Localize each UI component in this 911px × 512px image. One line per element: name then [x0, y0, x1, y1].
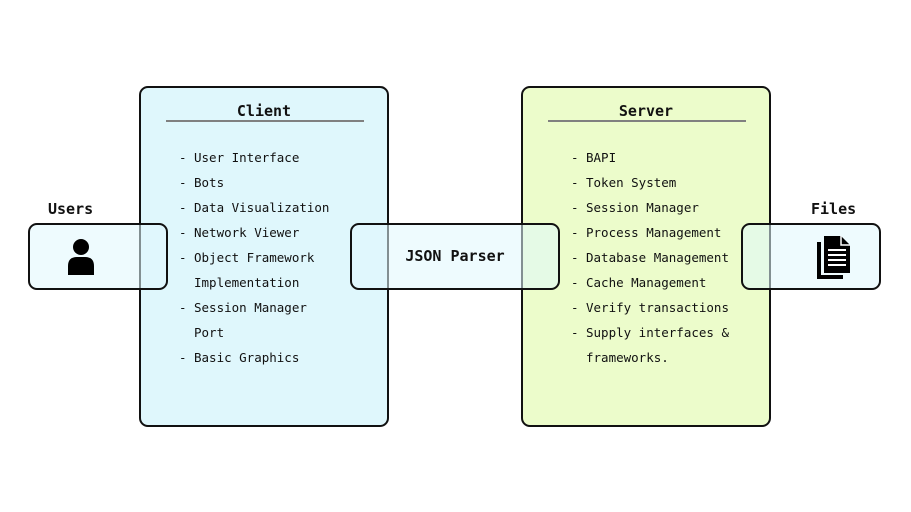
server-title: Server	[618, 102, 674, 120]
server-item-session-manager: Session Manager	[571, 195, 746, 220]
person-icon	[68, 239, 94, 275]
client-item-user-interface: User Interface	[179, 145, 344, 170]
server-item-token-system: Token System	[571, 170, 746, 195]
client-item-network-viewer: Network Viewer	[179, 220, 344, 245]
users-label: Users	[48, 200, 94, 218]
server-item-bapi: BAPI	[571, 145, 746, 170]
server-box: Server BAPI Token System Session Manager…	[521, 86, 771, 427]
files-label: Files	[811, 200, 857, 218]
client-item-basic-graphics: Basic Graphics	[179, 345, 344, 370]
client-item-session-manager-port: Session Manager Port	[179, 295, 344, 345]
client-box: Client User Interface Bots Data Visualiz…	[139, 86, 389, 427]
json-parser-box: JSON Parser	[350, 223, 560, 290]
json-parser-label: JSON Parser	[405, 247, 505, 265]
server-item-verify-transactions: Verify transactions	[571, 295, 746, 320]
client-title-divider	[166, 120, 364, 122]
files-box	[741, 223, 881, 290]
client-title: Client	[236, 102, 292, 120]
server-title-divider	[548, 120, 746, 122]
server-item-cache-management: Cache Management	[571, 270, 746, 295]
client-items-list: User Interface Bots Data Visualization N…	[179, 145, 344, 370]
server-items-list: BAPI Token System Session Manager Proces…	[571, 145, 746, 370]
client-item-object-framework: Object Framework Implementation	[179, 245, 344, 295]
server-item-database-management: Database Management	[571, 245, 746, 270]
server-item-supply-interfaces: Supply interfaces & frameworks.	[571, 320, 746, 370]
users-box	[28, 223, 168, 290]
document-icon	[817, 236, 850, 279]
client-item-data-visualization: Data Visualization	[179, 195, 344, 220]
server-item-process-management: Process Management	[571, 220, 746, 245]
client-item-bots: Bots	[179, 170, 344, 195]
